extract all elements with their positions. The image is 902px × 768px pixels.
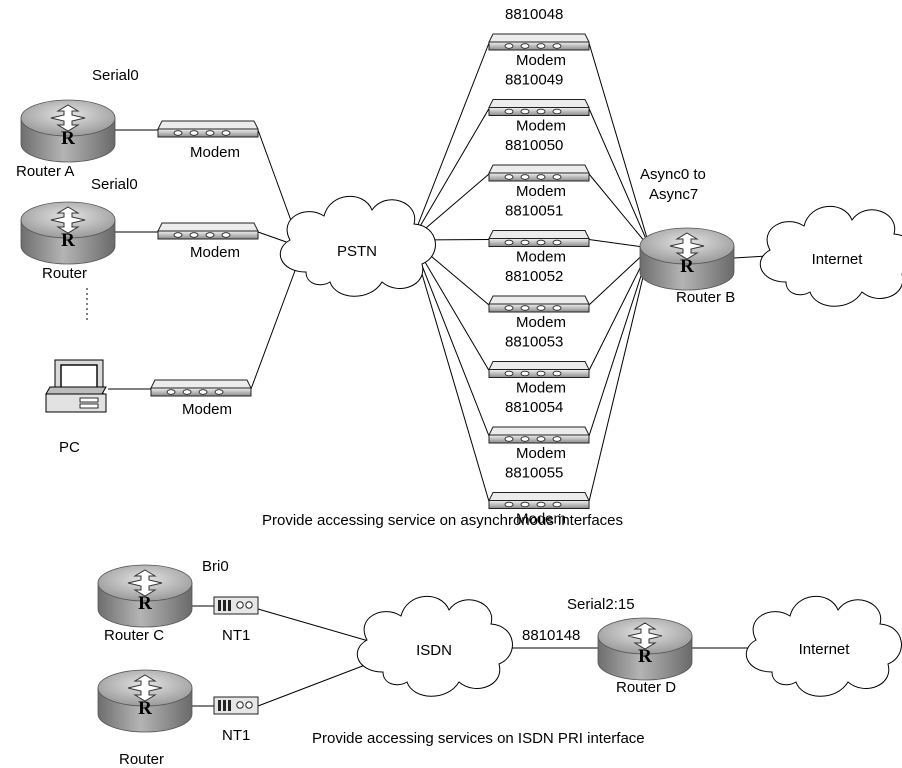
modem-pc	[150, 379, 252, 397]
router-4-label: Router	[119, 751, 164, 768]
internet-label-lower: Internet	[799, 641, 851, 658]
serial-interface-label: Serial2:15	[567, 596, 635, 613]
modem-stack: 8810048Modem8810049Modem8810050Modem8810…	[488, 6, 590, 528]
router-2-label: Router	[42, 265, 87, 282]
link-modem-2-router-b	[588, 108, 651, 249]
modem-label-4: Modem	[516, 249, 566, 266]
router-glyph: R	[61, 128, 75, 149]
link-nt1-c-isdn	[257, 608, 373, 643]
link-modem-pc-pstn	[250, 267, 297, 390]
modem-6	[488, 361, 590, 378]
router-a-label: Router A	[16, 163, 74, 180]
modem-number-8: 8810055	[505, 465, 563, 482]
modem-number-3: 8810050	[505, 137, 563, 154]
router-c: R	[97, 564, 193, 628]
modem-number-2: 8810049	[505, 72, 563, 89]
nt1-router-4-label: NT1	[222, 727, 250, 744]
modem-7	[488, 426, 590, 444]
router-2-interface: Serial0	[91, 176, 138, 193]
link-nt1-4-isdn	[257, 661, 374, 707]
bri0-label: Bri0	[202, 558, 229, 575]
modem-label-1: Modem	[516, 52, 566, 69]
router-b-interface-line2: Async7	[649, 186, 698, 203]
router-c-label: Router C	[104, 627, 164, 644]
modem-1	[488, 33, 590, 51]
modem-routerb-links	[588, 42, 651, 502]
lower-links	[192, 605, 765, 707]
nt1-router-c-label: NT1	[222, 627, 250, 644]
upper-caption: Provide accessing service on asynchronou…	[262, 512, 623, 529]
link-modem-a-pstn	[257, 129, 294, 227]
router-glyph: R	[61, 230, 75, 251]
nt1-router-c	[213, 596, 259, 615]
router-glyph: R	[638, 646, 652, 667]
modem-label-3: Modem	[516, 183, 566, 200]
modem-router-2	[157, 222, 259, 240]
modem-router-2-label: Modem	[190, 244, 240, 261]
pc-icon	[45, 359, 107, 413]
modem-8	[488, 492, 590, 509]
router-b-label: Router B	[676, 289, 735, 306]
link-pstn-modem-2	[411, 108, 490, 241]
isdn-number: 8810148	[522, 627, 580, 644]
link-modem-7-router-b	[588, 247, 651, 437]
link-pstn-modem-8	[411, 239, 490, 502]
lower-caption: Provide accessing services on ISDN PRI i…	[312, 730, 645, 747]
pstn-label: PSTN	[337, 243, 377, 260]
modem-number-7: 8810054	[505, 399, 563, 416]
router-d-label: Router D	[616, 679, 676, 696]
modem-5	[488, 295, 590, 313]
nt1-router-4	[213, 696, 259, 715]
modem-label-7: Modem	[516, 445, 566, 462]
link-modem-8-router-b	[588, 247, 651, 502]
modem-router-a-label: Modem	[190, 144, 240, 161]
modem-number-6: 8810053	[505, 334, 563, 351]
modem-4	[488, 230, 590, 247]
link-pstn-modem-7	[411, 239, 490, 437]
router-b-interface-line1: Async0 to	[640, 166, 706, 183]
modem-pc-label: Modem	[182, 401, 232, 418]
modem-label-5: Modem	[516, 314, 566, 331]
link-pstn-modem-1	[411, 42, 490, 241]
modem-label-6: Modem	[516, 380, 566, 397]
router-4: R	[97, 669, 193, 733]
isdn-label: ISDN	[416, 642, 452, 659]
router-d: R	[597, 617, 693, 681]
router-a: R	[20, 99, 116, 163]
router-b: R	[639, 227, 735, 291]
modem-number-5: 8810052	[505, 268, 563, 285]
router-glyph: R	[138, 698, 152, 719]
modem-router-a	[157, 120, 259, 138]
router-a-interface: Serial0	[92, 67, 139, 84]
modem-2	[488, 99, 590, 116]
modem-label-8: Modem	[516, 511, 566, 528]
modem-number-1: 8810048	[505, 6, 563, 23]
router-glyph: R	[138, 593, 152, 614]
router-2: R	[20, 201, 116, 265]
internet-label-upper: Internet	[812, 251, 864, 268]
link-modem-3-router-b	[588, 173, 651, 249]
modem-number-4: 8810051	[505, 203, 563, 220]
modem-3	[488, 164, 590, 182]
pstn-modem-links	[411, 42, 490, 502]
pc-label: PC	[59, 439, 80, 456]
upper-links	[108, 129, 784, 390]
router-glyph: R	[680, 256, 694, 277]
modem-label-2: Modem	[516, 118, 566, 135]
link-modem-1-router-b	[588, 42, 651, 249]
